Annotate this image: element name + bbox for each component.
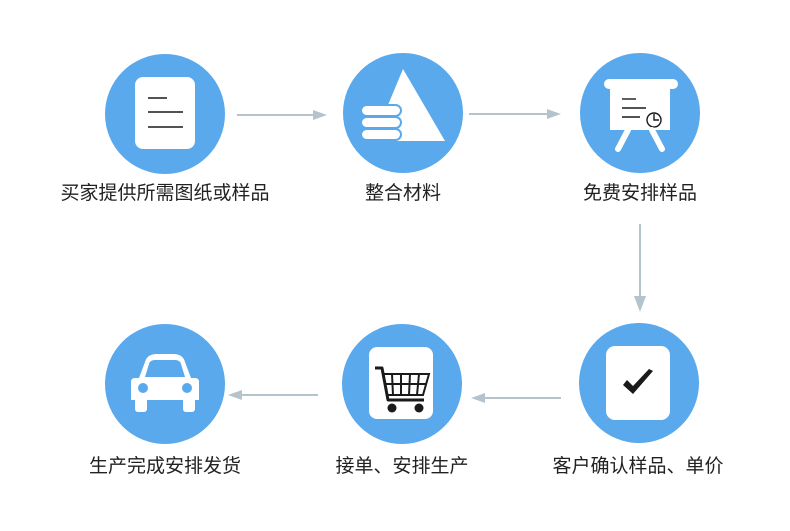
step-4-circle bbox=[579, 323, 699, 443]
arrow-step5-to-step6 bbox=[228, 390, 318, 400]
step-6-label: 生产完成安排发货 bbox=[88, 455, 241, 477]
presentation-board-icon bbox=[604, 79, 678, 152]
document-icon bbox=[135, 77, 195, 149]
step-1-circle bbox=[105, 54, 225, 174]
arrow-step1-to-step2 bbox=[237, 110, 327, 120]
step-5-circle bbox=[342, 324, 462, 444]
step-6-circle bbox=[105, 324, 225, 444]
car-icon bbox=[131, 354, 199, 412]
materials-stack-icon bbox=[360, 69, 445, 141]
arrow-step2-to-step3 bbox=[469, 109, 561, 119]
step-3-circle bbox=[580, 53, 700, 173]
arrow-step3-to-step4 bbox=[634, 224, 646, 312]
step-5-label: 接单、安排生产 bbox=[335, 455, 469, 477]
shopping-cart-icon bbox=[369, 347, 433, 419]
step-1-label: 买家提供所需图纸或样品 bbox=[60, 182, 270, 204]
arrow-step4-to-step5 bbox=[471, 393, 561, 403]
step-2-circle bbox=[343, 53, 463, 173]
step-3-label: 免费安排样品 bbox=[582, 182, 697, 204]
checkmark-icon bbox=[606, 346, 670, 420]
step-2-label: 整合材料 bbox=[364, 182, 441, 204]
step-4-label: 客户确认样品、单价 bbox=[552, 455, 724, 477]
